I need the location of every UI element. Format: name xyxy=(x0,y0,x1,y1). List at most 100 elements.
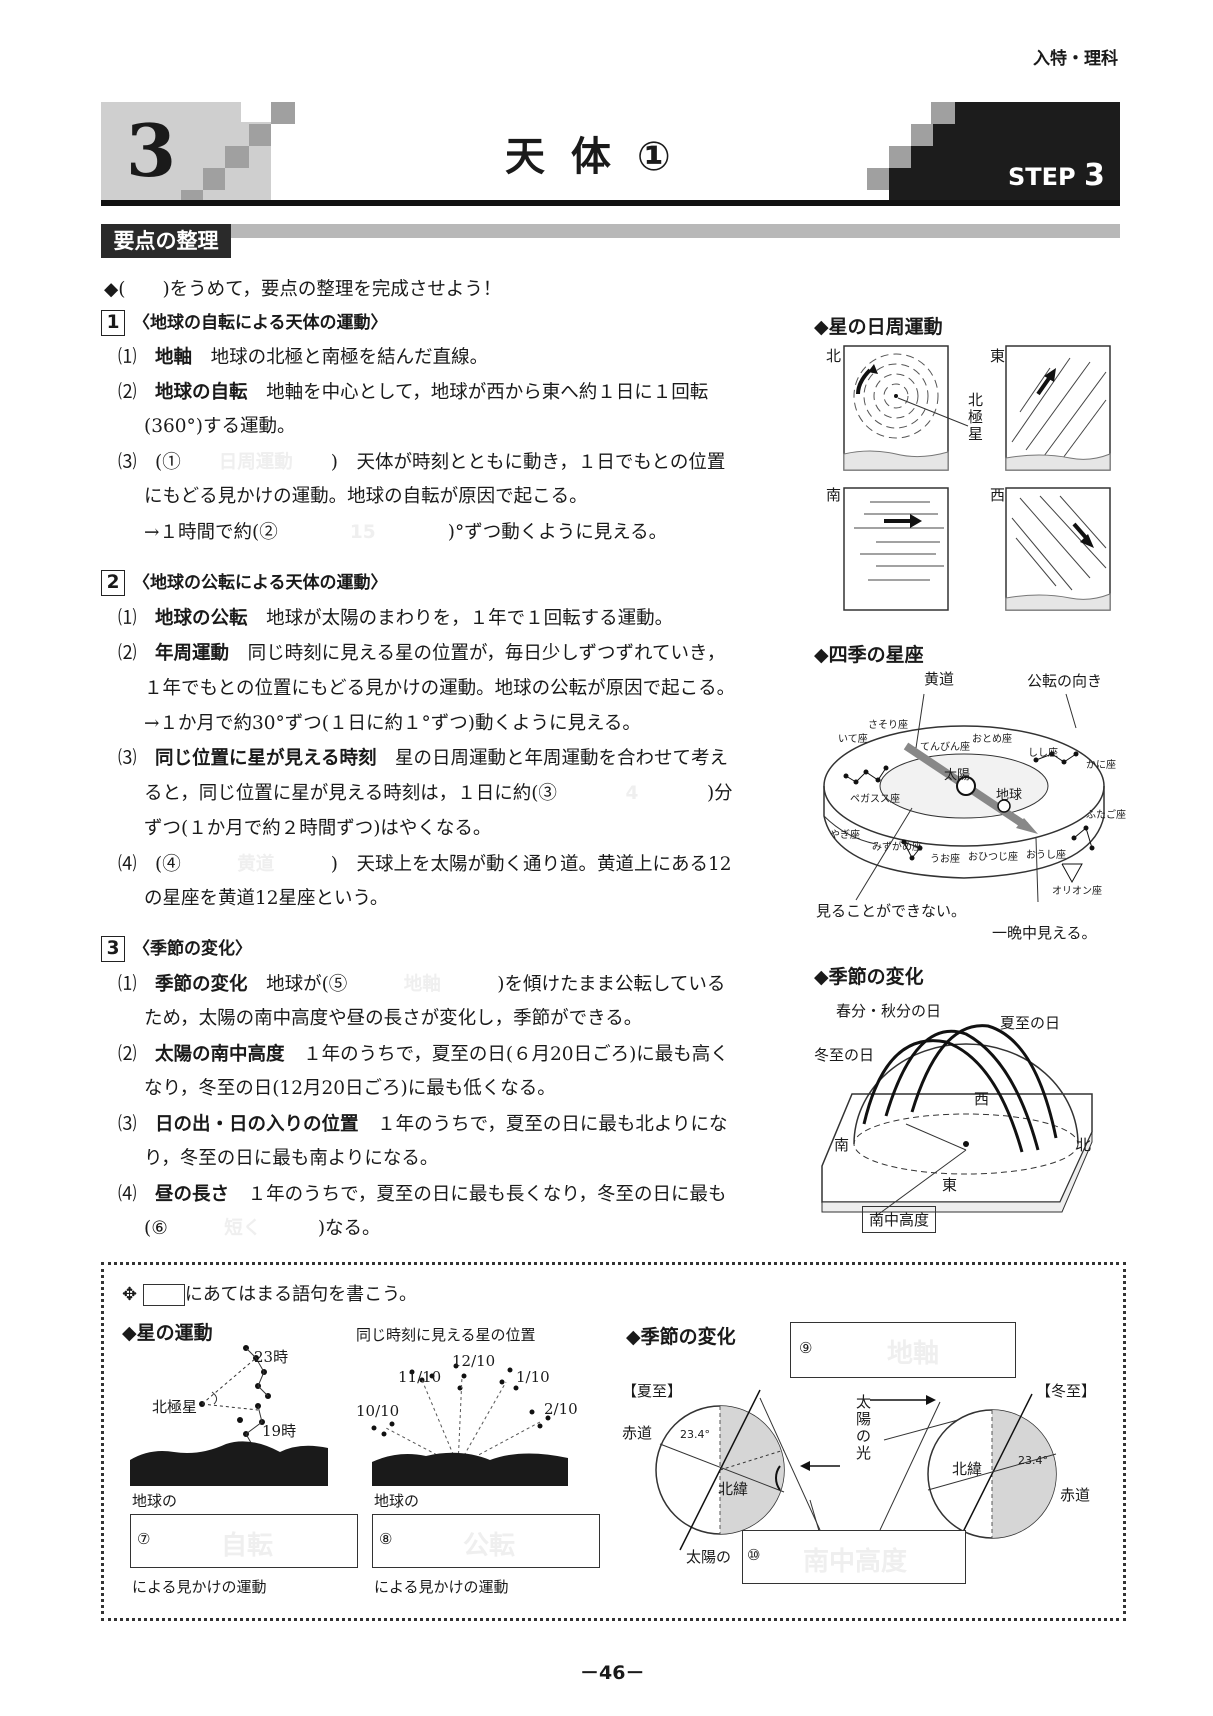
section-bar xyxy=(231,224,1120,238)
s2-item-3c: ずつ(１か月で約２時間ずつ)はやくなる。 xyxy=(144,818,492,839)
fig2-title: ◆四季の星座 xyxy=(814,644,924,666)
fig2-not-visible: 見ることができない。 xyxy=(816,902,967,920)
seasonal-sun-path-diagram xyxy=(821,1024,1093,1217)
star-motion-diagram xyxy=(130,1345,568,1486)
fig2-sun: 太陽 xyxy=(944,768,971,783)
section-2-head: 2〈地球の公転による天体の運動〉 xyxy=(101,570,388,596)
s1-item-2b: (360°)する運動。 xyxy=(144,416,296,437)
s3-item-4: ⑷ 昼の長さ １年のうちで，夏至の日に最も長くなり，冬至の日に最も xyxy=(118,1184,727,1205)
month-0210: 2/10 xyxy=(544,1400,578,1418)
fig3-title: ◆季節の変化 xyxy=(814,966,924,988)
blank-box-icon xyxy=(142,1284,185,1306)
star-daily-motion-diagram xyxy=(843,345,1111,611)
fig3-culmination-label: 南中高度 xyxy=(862,1206,937,1233)
const-libra: てんびん座 xyxy=(920,742,970,753)
const-gemini: ふたご座 xyxy=(1086,810,1126,821)
s3-item-1b: ため，太陽の南中高度や昼の長さが変化し，季節ができる。 xyxy=(144,1008,643,1029)
s1-item-1: ⑴ 地軸 地球の北極と南極を結んだ直線。 xyxy=(118,347,489,368)
s2-item-2c: →１か月で約30°ずつ(１日に約１°ずつ)動くように見える。 xyxy=(144,713,641,734)
const-leo: しし座 xyxy=(1028,748,1058,759)
s2-item-2b: １年でもとの位置にもどる見かけの運動。地球の公転が原因で起こる。 xyxy=(144,678,736,699)
answer-box-10[interactable]: ⑩ 南中高度 xyxy=(742,1530,966,1584)
const-pisces: うお座 xyxy=(930,854,960,865)
fig1-east: 東 xyxy=(990,347,1006,365)
winter-label: 【冬至】 xyxy=(1036,1382,1097,1400)
fig1-south: 南 xyxy=(826,486,842,504)
subject-tag: 入特・理科 xyxy=(1033,49,1118,69)
s3-item-3: ⑶ 日の出・日の入りの位置 １年のうちで，夏至の日に最も北よりにな xyxy=(118,1114,728,1135)
const-aries: おひつじ座 xyxy=(968,852,1018,863)
fig3-equinox: 春分・秋分の日 xyxy=(836,1002,942,1020)
section-label: 要点の整理 xyxy=(101,224,231,258)
answer-box-7[interactable]: ⑦ 自転 xyxy=(130,1514,358,1568)
s1-item-3b: にもどる見かけの運動。地球の自転が原因で起こる。 xyxy=(144,486,588,507)
const-orion: オリオン座 xyxy=(1052,886,1102,897)
month-1210: 12/10 xyxy=(452,1352,496,1370)
fig2-all-night: 一晩中見える。 xyxy=(992,924,1097,942)
fig1-north: 北 xyxy=(826,347,842,365)
same-time-title: 同じ時刻に見える星の位置 xyxy=(356,1326,536,1344)
fig1-west: 西 xyxy=(990,486,1006,504)
answer-box-8[interactable]: ⑧ 公転 xyxy=(372,1514,600,1568)
answer-box-9[interactable]: ⑨ 地軸 xyxy=(790,1322,1016,1378)
fig3-east: 東 xyxy=(942,1176,958,1194)
north-lat-left: 北緯 xyxy=(718,1480,749,1498)
four-seasons-constellations-diagram xyxy=(823,693,1105,903)
fig3-north: 北 xyxy=(1076,1136,1092,1154)
s2-item-3: ⑶ 同じ位置に星が見える時刻 星の日周運動と年周運動を合わせて考え xyxy=(118,748,729,769)
s3-item-2b: なり，冬至の日(12月20日ごろ)に最も低くなる。 xyxy=(144,1078,556,1099)
compass-icon: ✥ xyxy=(122,1284,138,1305)
fig1-title: ◆星の日周運動 xyxy=(814,316,943,338)
fig2-ecliptic: 黄道 xyxy=(924,670,955,688)
s2-item-4b: の星座を黄道12星座という。 xyxy=(144,888,389,909)
sun-of-label: 太陽の xyxy=(686,1548,732,1566)
review-box xyxy=(101,1262,1126,1621)
equator-left: 赤道 xyxy=(622,1424,653,1442)
s2-item-2: ⑵ 年周運動 同じ時刻に見える星の位置が，毎日少しずつずれていき， xyxy=(118,643,726,664)
const-capricornus: やぎ座 xyxy=(830,830,860,841)
angle-left: 23.4° xyxy=(680,1428,710,1441)
fig2-earth: 地球 xyxy=(996,788,1023,803)
title-rule xyxy=(101,200,1120,206)
const-virgo: おとめ座 xyxy=(972,734,1012,745)
star-motion-title: ◆星の運動 xyxy=(122,1322,213,1344)
fig3-winter: 冬至の日 xyxy=(814,1046,875,1064)
time-23: 23時 xyxy=(254,1348,289,1366)
fig2-orbit-direction: 公転の向き xyxy=(1027,672,1103,690)
instruction: ◆( )をうめて，要点の整理を完成させよう！ xyxy=(104,279,502,300)
month-1110: 11/10 xyxy=(398,1368,442,1386)
earth-of-label-8: 地球の xyxy=(374,1492,420,1510)
equator-right: 赤道 xyxy=(1060,1486,1091,1504)
apparent-label-8: による見かけの運動 xyxy=(374,1578,509,1596)
page-title: 天 体 ① xyxy=(505,134,677,180)
review-instruction: ✥ にあてはまる語句を書こう。 xyxy=(122,1284,418,1306)
s1-item-2: ⑵ 地球の自転 地軸を中心として，地球が西から東へ約１日に１回転 xyxy=(118,382,709,403)
const-aquarius: みずがめ座 xyxy=(872,842,922,853)
apparent-label-7: による見かけの運動 xyxy=(132,1578,267,1596)
season-title: ◆季節の変化 xyxy=(626,1326,736,1348)
season-orbit-diagram xyxy=(655,1389,1057,1555)
sunlight-label: 太陽の光 xyxy=(856,1393,872,1462)
time-19: 19時 xyxy=(262,1422,297,1440)
unit-number: 3 xyxy=(126,108,177,193)
s3-item-3b: り，冬至の日に最も南よりになる。 xyxy=(144,1148,439,1169)
section-3-head: 3〈季節の変化〉 xyxy=(101,936,252,962)
angle-right: 23.4° xyxy=(1018,1454,1048,1467)
s2-item-1: ⑴ 地球の公転 地球が太陽のまわりを，１年で１回転する運動。 xyxy=(118,608,674,629)
north-lat-right: 北緯 xyxy=(952,1460,983,1478)
fig3-south: 南 xyxy=(834,1136,850,1154)
earth-of-label-7: 地球の xyxy=(132,1492,178,1510)
const-sagittarius: いて座 xyxy=(838,734,868,745)
const-pegasus: ペガスス座 xyxy=(850,794,900,805)
month-0110: 1/10 xyxy=(516,1368,550,1386)
month-1010: 10/10 xyxy=(356,1402,400,1420)
section-1-head: 1〈地球の自転による天体の運動〉 xyxy=(101,310,388,336)
step-badge: STEP 3 xyxy=(1008,158,1105,193)
const-taurus: おうし座 xyxy=(1026,850,1066,861)
fig3-summer: 夏至の日 xyxy=(1000,1014,1061,1032)
